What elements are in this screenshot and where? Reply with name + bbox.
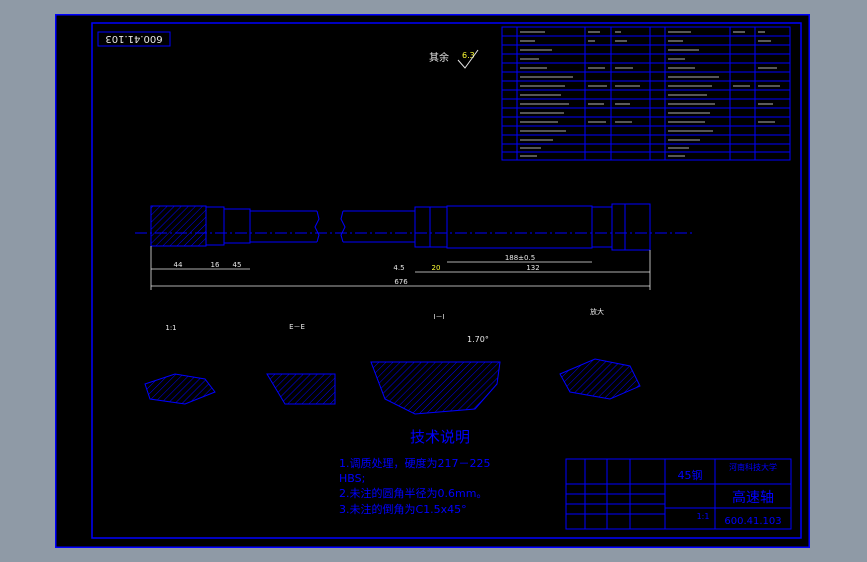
stamp-code-box: 600.41.103 (97, 31, 171, 47)
section-view-3 (370, 361, 501, 415)
table-text-marks (520, 31, 780, 157)
title-university: 河南科技大学 (729, 462, 777, 472)
drawing-canvas: 600.41.103 其余 6.3 (54, 13, 811, 549)
tech-note-3: 2.未注的圆角半径为0.6mm。 (339, 486, 487, 500)
title-scale: 1:1 (697, 512, 710, 521)
inner-border (91, 22, 802, 539)
section-view-1 (144, 373, 216, 405)
title-material: 45钢 (678, 469, 703, 482)
section-view-4 (559, 358, 641, 400)
dim-d3: 45 (233, 261, 242, 269)
section-view-3-label: I－I (433, 313, 444, 321)
shaft-main-view (135, 203, 695, 251)
roughness-symbol-icon (457, 49, 479, 69)
dim-d9: 132 (526, 264, 539, 272)
gear-parameter-table-left (501, 26, 651, 161)
tech-note-2: HBS; (339, 472, 365, 485)
tech-note-4: 3.未注的倒角为C1.5x45° (339, 502, 467, 516)
tech-notes-title: 技术说明 (410, 428, 470, 446)
stamp-code: 600.41.103 (105, 33, 162, 44)
dim-d7: 20 (432, 264, 441, 272)
section-view-1-label: 1:1 (165, 324, 176, 332)
dim-d2: 16 (211, 261, 220, 269)
title-part-name: 高速轴 (732, 489, 774, 506)
dimension-lines (150, 246, 651, 290)
title-block (565, 458, 792, 530)
outer-border (54, 13, 811, 549)
section-view-4-label: 放大 (590, 307, 604, 316)
section-view-2-label: E－E (289, 323, 305, 331)
gear-parameter-table-right (649, 26, 791, 161)
dim-d6: 4.5 (393, 264, 404, 272)
drawing-sheet: 600.41.103 其余 6.3 (54, 13, 811, 549)
dim-d1: 44 (174, 261, 183, 269)
tech-note-1: 1.调质处理，硬度为217－225 (339, 456, 491, 470)
roughness-other-value: 6.3 (462, 51, 475, 60)
section-angle: 1.70° (467, 335, 489, 344)
dim-overall: 676 (394, 278, 408, 286)
title-drawing-no: 600.41.103 (724, 516, 781, 527)
roughness-other-label: 其余 (429, 51, 449, 64)
dim-d8: 188±0.5 (505, 254, 535, 262)
section-view-2 (266, 373, 336, 405)
